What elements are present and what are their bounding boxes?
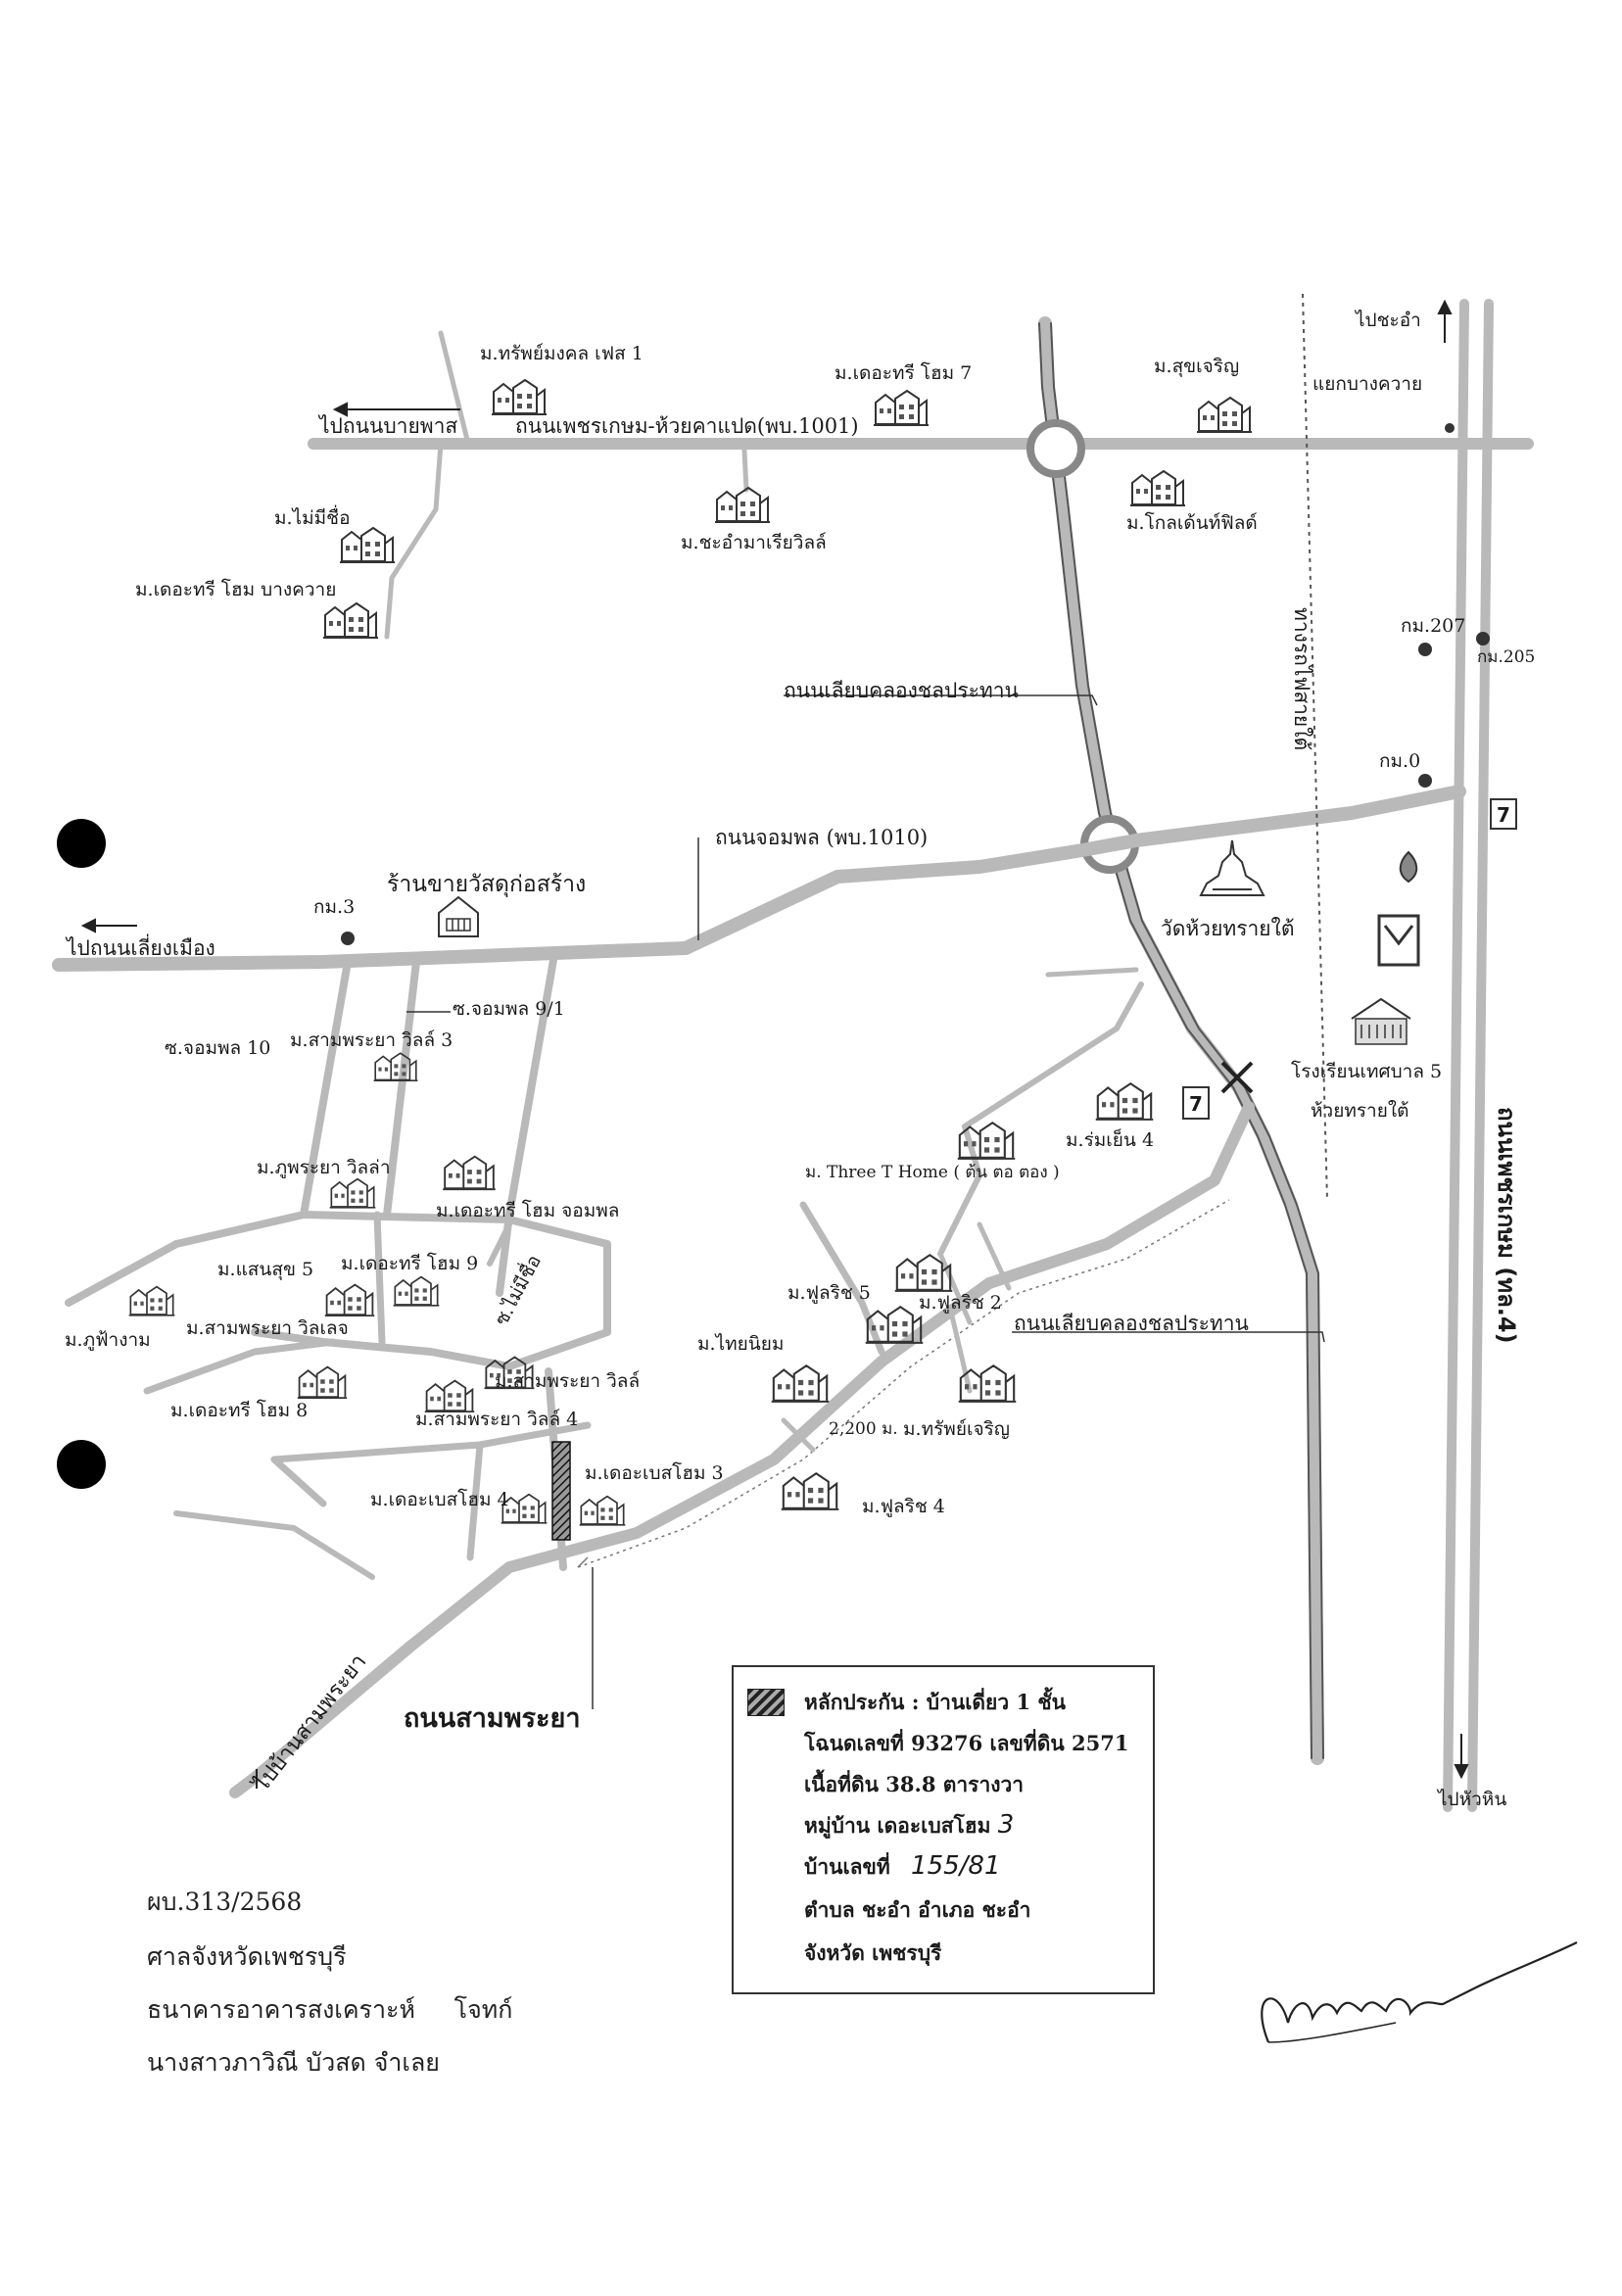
label-v10: ม.เดอะทรี โฮม จอมพล	[436, 1199, 619, 1221]
gas-station-icon	[1377, 850, 1420, 967]
legend-line-4: หมู่บ้าน เดอะเบสโฮม 3	[804, 1810, 1014, 1842]
svg-text:7: 7	[1497, 803, 1510, 827]
label-v18: ม.เดอะเบสโฮม 4	[370, 1488, 509, 1510]
label-v17: ม.สามพระยา วิลล์ 4	[415, 1409, 578, 1430]
signature	[1261, 1941, 1578, 2043]
label-soi-chompon-10: ซ.จอมพล 10	[165, 1037, 270, 1059]
label-canal-road-south: ถนนเลียบคลองชลประทาน	[1014, 1312, 1249, 1335]
label-v07: ม.โกลเด้นท์ฟิลด์	[1126, 511, 1258, 534]
label-to-ban-samphraya: ไปบ้านสามพระยา	[248, 1650, 371, 1798]
legend-line-1: หลักประกัน : บ้านเดี่ยว 1 ชั้น	[804, 1690, 1066, 1714]
convenience-store-icon: 7 7	[1182, 798, 1517, 1120]
label-samphraya-road: ถนนสามพระยา	[404, 1703, 580, 1734]
label-km3: กม.3	[313, 896, 355, 918]
court-name: ศาลจังหวัดเพชรบุรี	[147, 1942, 347, 1971]
label-railway: ทางรถไฟสายใต้	[1290, 607, 1313, 750]
label-phetkasem-highway: ถนนเพชรเกษม (ทล.4)	[1493, 1107, 1520, 1344]
legend-line-6: ตำบล ชะอำ อำเภอ ชะอำ	[804, 1897, 1031, 1922]
km-marker-dots	[341, 423, 1490, 945]
temple-icon	[1199, 839, 1265, 896]
label-v15: ม.เดอะทรี โฮม 8	[170, 1399, 308, 1421]
label-v05: ม.เดอะทรี โฮม บางควาย	[135, 578, 336, 600]
legend-house-no-label: บ้านเลขที่	[804, 1854, 890, 1879]
legend-house-no-value: 155/81	[911, 1851, 1001, 1881]
label-v02: ม.เดอะทรี โฮม 7	[835, 361, 972, 384]
label-km205: กม.205	[1477, 647, 1535, 667]
label-v16: ม.สามพระยา วิลล์	[495, 1370, 640, 1392]
punch-hole	[57, 1440, 106, 1489]
road-network	[52, 293, 1534, 1812]
collateral-plot	[551, 1441, 571, 1541]
legend-village-value: 3	[997, 1810, 1015, 1840]
label-bang-khwai-junction: แยกบางควาย	[1312, 373, 1422, 395]
label-school: โรงเรียนเทศบาล 5	[1291, 1060, 1442, 1082]
label-km0: กม.0	[1379, 750, 1420, 772]
label-v19: ม.เดอะเบสโฮม 3	[585, 1461, 724, 1484]
label-phetkasem-huaykhapet: ถนนเพชรเกษม-ห้วยคาแปด(พบ.1001)	[515, 414, 859, 438]
label-v14: ม.สามพระยา วิลเลจ	[186, 1317, 349, 1339]
plaintiff: ธนาคารอาคารสงเคราะห์ โจทก์	[147, 1995, 513, 2024]
label-v11: ม.แสนสุข 5	[217, 1259, 313, 1281]
direction-arrows	[80, 299, 1469, 1789]
label-v06: ม.ชะอำมาเรียวิลล์	[681, 532, 827, 553]
label-v26: ม.ฟูลริช 4	[862, 1496, 945, 1517]
label-huaysai-tai: ห้วยทรายใต้	[1311, 1100, 1408, 1122]
label-to-huahin: ไปหัวหิน	[1436, 1789, 1506, 1810]
junction-icon	[1220, 1061, 1254, 1094]
legend-line-7: จังหวัด เพชรบุรี	[804, 1940, 942, 1965]
label-to-bypass: ไปถนนบายพาส	[317, 414, 457, 438]
map-labels: ไปถนนบายพาส ถนนเพชรเกษม-ห้วยคาแปด(พบ.100…	[65, 310, 1535, 1810]
svg-text:7: 7	[1189, 1092, 1203, 1116]
leader-line	[1012, 1331, 1325, 1343]
label-canal-road-north: ถนนเลียบคลองชลประทาน	[784, 679, 1019, 702]
legend-line-5: บ้านเลขที่ 155/81	[804, 1851, 1001, 1884]
label-v01: ม.ทรัพย์มงคล เฟส 1	[480, 343, 644, 364]
label-to-city-ring: ไปถนนเลี่ยงเมือง	[65, 933, 215, 960]
defendant: นางสาวภาวิณี บัวสด จำเลย	[147, 2048, 440, 2077]
shop-icon	[438, 895, 479, 937]
leader-line	[784, 694, 1098, 706]
collateral-swatch	[747, 1689, 785, 1716]
case-number: ผบ.313/2568	[147, 1888, 303, 1916]
label-v22: ม.ฟูลริช 5	[787, 1282, 871, 1304]
legend-line-2: โฉนดเลขที่ 93276 เลขที่ดิน 2571	[804, 1731, 1129, 1755]
label-v25: ม.ทรัพย์เจริญ	[903, 1418, 1010, 1440]
label-v20: ม.ร่มเย็น 4	[1066, 1127, 1154, 1151]
label-v12: ม.เดอะทรี โฮม 9	[341, 1252, 478, 1274]
label-v09: ม.ภูพระยา วิลล่า	[257, 1157, 391, 1178]
label-v24: ม.ไทยนิยม	[697, 1333, 784, 1355]
collateral-legend: หลักประกัน : บ้านเดี่ยว 1 ชั้น โฉนดเลขที…	[732, 1665, 1155, 1994]
label-v03: ม.สุขเจริญ	[1154, 356, 1239, 378]
label-v21: ม. Three T Home ( ต้น ตอ ตอง )	[805, 1163, 1060, 1182]
legend-village-label: หมู่บ้าน เดอะเบสโฮม	[804, 1813, 991, 1838]
label-chompon-road: ถนนจอมพล (พบ.1010)	[715, 826, 928, 849]
label-distance: 2,200 ม.	[829, 1419, 898, 1439]
label-v04: ม.ไม่มีชื่อ	[274, 504, 350, 529]
label-to-chaam: ไปชะอำ	[1354, 310, 1421, 331]
label-soi-chompon-9-1: ซ.จอมพล 9/1	[453, 998, 565, 1020]
label-v23: ม.ฟูลริช 2	[919, 1292, 1002, 1314]
label-material-shop: ร้านขายวัสดุก่อสร้าง	[387, 872, 586, 897]
legend-line-3: เนื้อที่ดิน 38.8 ตารางวา	[804, 1772, 1025, 1796]
punch-hole	[57, 819, 106, 868]
label-v08: ม.สามพระยา วิลล์ 3	[290, 1029, 453, 1051]
school-icon	[1351, 997, 1411, 1045]
label-km207: กม.207	[1401, 615, 1465, 637]
label-v13: ม.ภูฟ้างาม	[65, 1329, 151, 1351]
label-temple: วัดห้วยทรายใต้	[1161, 917, 1294, 940]
